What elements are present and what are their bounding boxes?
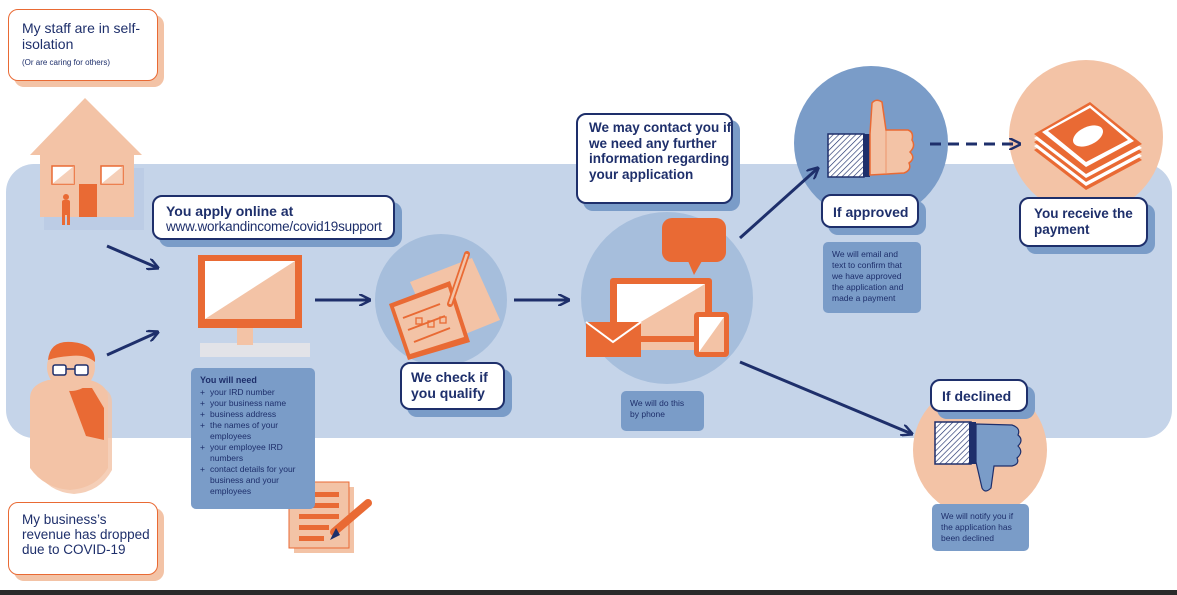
checklist-icon bbox=[389, 251, 500, 360]
arrow-to-approved bbox=[738, 168, 818, 240]
staff-note: (Or are caring for others) bbox=[22, 58, 111, 67]
approved-card bbox=[821, 194, 919, 228]
requirement-item: business address bbox=[200, 409, 306, 420]
requirements-title: You will need bbox=[200, 375, 257, 385]
contact-card bbox=[576, 113, 733, 204]
computer-monitor-icon bbox=[198, 255, 310, 357]
declined-card bbox=[930, 379, 1028, 412]
requirement-item: contact details for your business and yo… bbox=[200, 464, 306, 497]
thumbs-up-icon bbox=[827, 99, 915, 178]
apply-card bbox=[152, 195, 395, 240]
staff-title: My staff are in self-isolation bbox=[22, 20, 141, 52]
apply-url: www.workandincome/covid19support bbox=[166, 219, 382, 234]
revenue-card bbox=[8, 502, 158, 575]
arrow-person-to-apply bbox=[106, 332, 158, 357]
requirements-list: your IRD number your business name busin… bbox=[200, 387, 306, 497]
declined-title: If declined bbox=[942, 388, 1012, 404]
arrow-house-to-apply bbox=[106, 244, 158, 268]
devices-icon bbox=[585, 218, 729, 357]
requirement-item: your employee IRD numbers bbox=[200, 442, 306, 464]
check-title: We check if you qualify bbox=[411, 369, 488, 401]
thumbs-down-icon bbox=[934, 421, 1022, 492]
phone-note: We will do this by phone bbox=[621, 391, 704, 431]
staff-card bbox=[8, 9, 158, 81]
contact-title: We may contact you if we need any furthe… bbox=[589, 120, 732, 182]
approved-title: If approved bbox=[833, 204, 909, 220]
window-bottom-edge bbox=[0, 590, 1177, 595]
apply-title: You apply online at bbox=[166, 203, 294, 219]
receive-card bbox=[1019, 197, 1148, 247]
receive-title: You receive the payment bbox=[1034, 206, 1133, 237]
arrow-to-declined bbox=[739, 360, 912, 434]
money-stack-icon bbox=[1034, 102, 1142, 190]
approved-note: We will email and text to confirm that w… bbox=[823, 242, 921, 313]
declined-note: We will notify you if the application ha… bbox=[932, 504, 1029, 551]
requirements-box: You will need your IRD number your busin… bbox=[191, 368, 315, 509]
person-icon bbox=[30, 341, 112, 494]
check-card bbox=[400, 362, 505, 410]
requirement-item: the names of your employees bbox=[200, 420, 306, 442]
house-icon bbox=[30, 98, 144, 230]
requirement-item: your IRD number bbox=[200, 387, 306, 398]
revenue-title: My business’s revenue has dropped due to… bbox=[22, 512, 150, 557]
requirement-item: your business name bbox=[200, 398, 306, 409]
